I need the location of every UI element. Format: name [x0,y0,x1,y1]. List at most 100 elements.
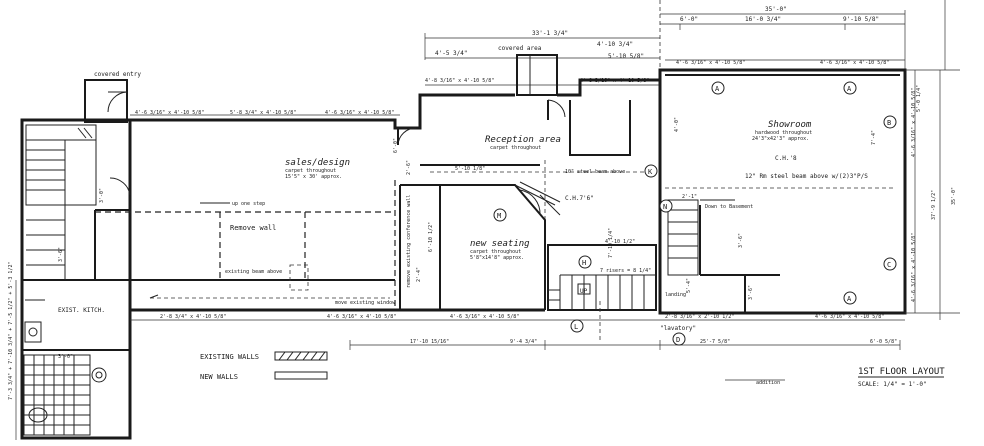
bottom-dimension-lines [130,300,905,381]
dim-bottom-run3: 25'-7 5/8" [700,339,730,345]
dim-ch1: 6'-0" [393,138,399,153]
showroom-walls [658,68,907,315]
left-wing-walls [20,118,132,440]
dim-door1: 3'-0" [99,188,105,203]
dim-right-overall: 35'-0" [951,187,957,205]
dim-m7: 7'-4" [871,130,877,145]
top-dimension-lines [130,0,906,200]
label-up: UP [580,288,588,295]
marker-l: L [570,319,584,333]
dim-top-left: 6'-0" [680,16,698,23]
label-seating-sub2: 5'8"x14'8" approx. [470,255,524,261]
sales-room-walls [94,93,545,312]
dim-m9: 5'-4" [686,278,692,293]
svg-text:A: A [715,85,720,93]
note-steel-beam: 12" Rm steel beam above w/(2)3"P/S [745,173,868,180]
marker-m: M [493,208,507,222]
svg-text:N: N [663,203,667,211]
covered-entry [84,79,128,123]
dim-m1: 4'-10 1/2" [605,239,635,245]
marker-a1: A [711,81,725,95]
dim-win2: 4'-10 3/4" [597,41,633,48]
dim-m4: 3'-6" [748,285,754,300]
dim-win3: 4'-8 3/16" x 4'-10 5/8" [425,78,494,84]
kitchen-fixtures [24,299,45,343]
dim-m6: 4'-0" [674,117,680,132]
dim-right-side2: 4'-6 3/16" x 4'-10 5/8" [911,88,917,157]
marker-b: B [883,115,897,129]
dim-right-side3: 37'-9 1/2" [931,190,937,220]
label-reception-sub: carpet throughout [490,145,541,151]
note-down-basement: Down to Basement [705,204,753,210]
dim-sales-w3: 4'-6 3/16" x 4'-10 5/8" [325,110,394,116]
reception-walls [397,70,662,310]
svg-text:A: A [847,295,852,303]
label-sales: sales/design [285,158,350,168]
legend-new-swatch [274,371,328,380]
label-covered-area: covered area [498,45,542,52]
svg-text:C: C [887,261,891,269]
dim-stair: 3'-6" [58,247,64,262]
dim-bottom3: 4'-6 3/16" x 4'-10 5/8" [450,314,519,320]
note-clh-reception: C.H.7'6" [565,195,594,202]
marker-d: D [672,332,686,346]
title-scale: SCALE: 1/4" = 1'-0" [858,381,927,388]
legend: EXISTING WALLS NEW WALLS [200,351,328,381]
lavatory-tiles [23,354,107,436]
note-up-one-step: up one step [232,201,265,207]
svg-text:L: L [574,323,578,331]
dim-bottom5: 4'-6 3/16" x 4'-10 5/8" [815,314,884,320]
svg-text:K: K [648,168,653,176]
label-showroom: Showroom [768,120,812,130]
dim-win1: 4'-5 3/4" [435,50,468,57]
svg-text:A: A [847,85,852,93]
dim-m8: 2'-4" [416,267,422,282]
dim-reception-top: 33'-1 3/4" [532,30,568,37]
label-showroom-sub2: 24'3"x42'3" approx. [752,136,809,142]
dim-bottom4: 2'-8 3/16" x 2'-10 1/2" [665,314,734,320]
note-landing: landing [665,292,686,298]
marker-n: N [659,199,673,213]
marker-a2: A [843,81,857,95]
label-sales-sub1: carpet throughout [285,168,336,174]
note-clh-showroom: C.H.'8 [775,155,797,162]
dim-bottom1: 2'-8 3/4" x 4'-10 5/8" [160,314,226,320]
label-covered-entry: covered entry [94,71,141,78]
dim-door3: 2'-6" [406,160,412,175]
label-kitchen: EXIST. KITCH. [58,307,105,314]
note-remove-existing: remove existing conference wall [406,195,412,288]
note-steel-beam-small: 10" steel beam above [565,169,625,175]
dim-bottom-run2: 9'-4 3/4" [510,339,537,345]
label-seating-sub1: carpet throughout [470,249,521,255]
dim-overall-top: 35'-0" [765,6,787,13]
note-addition: addition [756,380,780,386]
label-showroom-sub1: hardwood throughout [755,130,812,136]
dim-m2: 7'-10 1/4" [608,228,614,258]
legend-new-label: NEW WALLS [200,373,238,381]
dim-right-side1: 5'-0 1/4" [916,85,922,112]
dim-top-right: 9'-10 5/8" [843,16,879,23]
dim-ch2: 6'-10 1/2" [428,222,434,252]
right-dimension-lines [905,0,960,320]
note-remove-wall: Remove wall [230,224,276,232]
svg-text:B: B [887,119,891,127]
dim-left-stack: 7'-3 3/4" + 7'-10 3/4" + 7'-5 1/2" + 5'-… [8,262,14,400]
dim-sales-w2: 5'-8 3/4" x 4'-10 5/8" [230,110,296,116]
svg-text:H: H [582,259,586,267]
marker-a3: A [843,291,857,305]
center-stairs [547,244,657,311]
dim-m3: 3'-6" [738,233,744,248]
dim-sales-w1: 4'-6 3/16" x 4'-10 5/8" [135,110,204,116]
legend-existing-label: EXISTING WALLS [200,353,259,361]
marker-h: H [578,255,592,269]
dim-win6: 4'-6 3/16" x 4'-10 5/8" [820,60,889,66]
label-reception: Reception area [485,135,561,145]
label-seating: new seating [470,239,530,249]
dim-seat-w: 5'-10 1/8" [455,166,485,172]
marker-k: K [644,164,658,178]
dim-door2: 3'-0" [58,354,73,360]
dim-bottom-run4: 6'-0 5/8" [870,339,897,345]
dim-m5: 2'-1" [682,194,697,200]
title-block: 1ST FLOOR LAYOUT SCALE: 1/4" = 1'-0" [858,367,945,388]
